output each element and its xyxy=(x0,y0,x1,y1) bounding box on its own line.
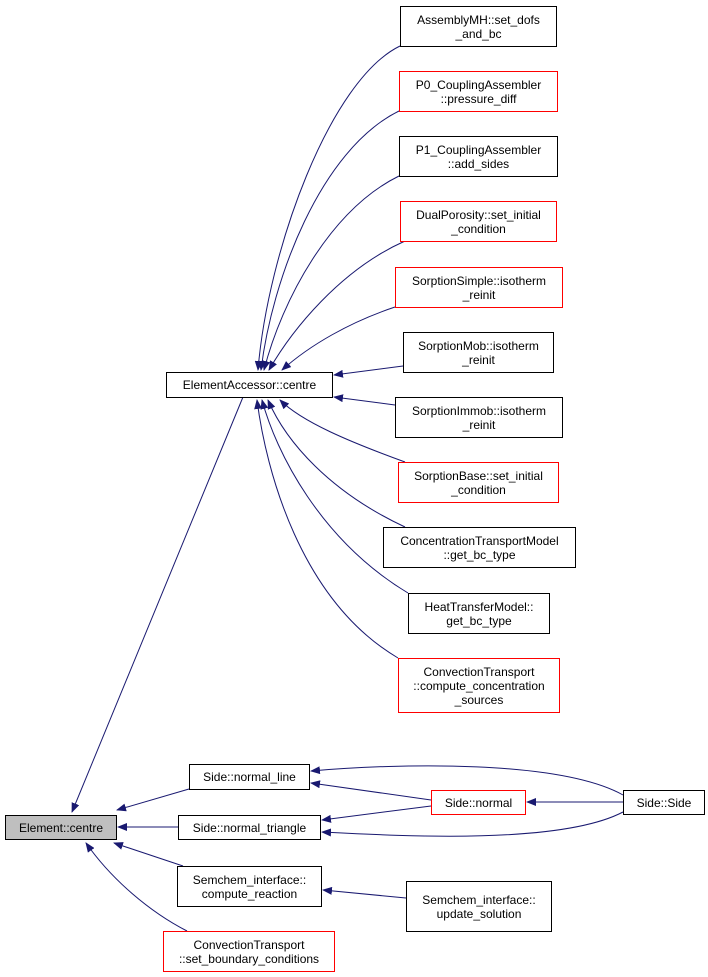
node-label: ConvectionTransport xyxy=(423,664,535,679)
edge-sorptionmob xyxy=(333,365,404,378)
node-sorptionimmob-isotherm-reinit[interactable]: SorptionImmob::isotherm _reinit xyxy=(395,397,563,438)
node-convectiontransport-compute-concentration-sources[interactable]: ConvectionTransport ::compute_concentrat… xyxy=(398,658,560,713)
node-label: AssemblyMH::set_dofs xyxy=(417,12,540,27)
node-label: Side::normal_line xyxy=(203,770,296,784)
edge-update-solution-compute-reaction xyxy=(322,886,407,899)
node-label: ::set_boundary_conditions xyxy=(178,951,320,966)
node-label: HeatTransferModel:: xyxy=(424,599,534,614)
node-convectiontransport-set-boundary-conditions[interactable]: ConvectionTransport ::set_boundary_condi… xyxy=(163,931,335,972)
node-label: SorptionBase::set_initial xyxy=(414,468,543,483)
node-p0-pressure-diff[interactable]: P0_CouplingAssembler ::pressure_diff xyxy=(399,71,558,112)
node-heattransfermodel-get-bc-type[interactable]: HeatTransferModel:: get_bc_type xyxy=(408,593,550,634)
node-label: Semchem_interface:: xyxy=(422,892,536,907)
node-p1-add-sides[interactable]: P1_CouplingAssembler ::add_sides xyxy=(399,136,558,177)
node-label: DualPorosity::set_initial xyxy=(416,207,541,222)
node-semchem-compute-reaction[interactable]: Semchem_interface:: compute_reaction xyxy=(177,866,322,907)
edge-sorptionsimple xyxy=(281,306,396,371)
node-label: update_solution xyxy=(436,906,522,921)
edge-sorptionbase xyxy=(279,399,406,463)
node-label: get_bc_type xyxy=(446,613,512,628)
edge-dualporosity xyxy=(268,240,406,371)
edge-normal-line-element xyxy=(116,788,190,812)
edge-set-boundary-element xyxy=(85,842,188,932)
node-side-normal-triangle[interactable]: Side::normal_triangle xyxy=(178,815,321,840)
edge-p1 xyxy=(262,175,400,371)
edge-side-normal-normal-line xyxy=(310,780,432,801)
edge-heattransfer xyxy=(260,399,409,594)
node-sorptionbase-set-initial-condition[interactable]: SorptionBase::set_initial _condition xyxy=(398,462,559,503)
node-element-centre[interactable]: Element::centre xyxy=(5,815,117,840)
node-label: Side::normal_triangle xyxy=(192,820,307,835)
edge-side-normal-normal-triangle xyxy=(321,805,432,823)
node-label: _reinit xyxy=(462,287,496,302)
edge-sorptionimmob xyxy=(333,394,396,406)
node-label: ConcentrationTransportModel xyxy=(400,533,559,548)
edge-side-side-normal-triangle xyxy=(321,811,624,837)
node-side-side[interactable]: Side::Side xyxy=(623,790,705,815)
node-concentrationtransportmodel-get-bc-type[interactable]: ConcentrationTransportModel ::get_bc_typ… xyxy=(383,527,576,568)
node-label: _condition xyxy=(451,221,506,236)
node-label: Semchem_interface:: xyxy=(192,872,307,887)
node-label: _and_bc xyxy=(455,26,502,41)
node-semchem-update-solution[interactable]: Semchem_interface:: update_solution xyxy=(406,881,552,932)
edge-p0 xyxy=(258,110,400,371)
node-label: compute_reaction xyxy=(201,886,298,901)
node-side-normal[interactable]: Side::normal xyxy=(431,790,526,815)
node-sorptionsimple-isotherm-reinit[interactable]: SorptionSimple::isotherm _reinit xyxy=(395,267,563,308)
node-label: P0_CouplingAssembler xyxy=(415,77,542,92)
node-label: ElementAccessor::centre xyxy=(182,378,317,392)
node-label: SorptionSimple::isotherm xyxy=(411,273,547,288)
edge-concentration xyxy=(267,399,406,528)
node-label: _reinit xyxy=(462,352,495,367)
node-label: Side::normal xyxy=(444,795,513,810)
node-side-normal-line[interactable]: Side::normal_line xyxy=(189,764,310,790)
node-label: SorptionImmob::isotherm xyxy=(411,403,547,418)
node-label: ::pressure_diff xyxy=(440,91,517,106)
node-label: Side::Side xyxy=(636,795,692,810)
node-dualporosity-set-initial-condition[interactable]: DualPorosity::set_initial _condition xyxy=(400,201,557,242)
edge-convection-sources xyxy=(254,399,399,659)
node-label: Element::centre xyxy=(18,820,104,835)
edge-elementaccessor-element xyxy=(71,396,244,813)
node-label: ::get_bc_type xyxy=(443,547,516,562)
node-assemblymh-set-dofs-and-bc[interactable]: AssemblyMH::set_dofs _and_bc xyxy=(400,6,557,47)
node-label: _condition xyxy=(451,482,506,497)
node-label: _sources xyxy=(454,692,504,707)
node-label: _reinit xyxy=(462,417,496,432)
node-sorptionmob-isotherm-reinit[interactable]: SorptionMob::isotherm _reinit xyxy=(403,332,554,373)
node-label: ::compute_concentration xyxy=(413,678,545,693)
node-elementaccessor-centre[interactable]: ElementAccessor::centre xyxy=(166,372,333,398)
edge-side-side-normal-line xyxy=(310,765,624,796)
edge-compute-reaction-element xyxy=(113,842,184,867)
edge-assemblymh xyxy=(254,45,401,371)
node-label: P1_CouplingAssembler xyxy=(415,142,542,157)
node-label: SorptionMob::isotherm xyxy=(418,338,539,353)
node-label: ::add_sides xyxy=(447,156,510,171)
node-label: ConvectionTransport xyxy=(193,937,305,952)
